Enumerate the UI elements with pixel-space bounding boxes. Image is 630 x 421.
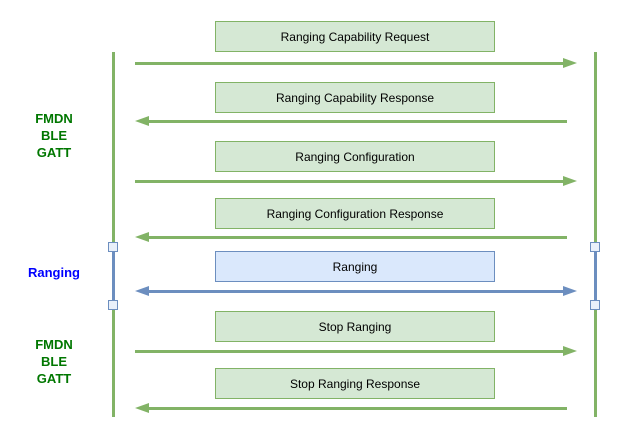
lifeline-right-segment-top bbox=[594, 52, 597, 245]
message-box: Ranging Capability Request bbox=[215, 21, 495, 52]
lifeline-left-segment-ranging bbox=[112, 245, 115, 308]
arrowhead-left-icon bbox=[135, 115, 149, 126]
message-box: Ranging Configuration Response bbox=[215, 198, 495, 229]
message-label: Stop Ranging Response bbox=[289, 376, 421, 391]
message-arrow-right bbox=[135, 179, 564, 183]
message-box: Ranging Configuration bbox=[215, 141, 495, 172]
message-label: Stop Ranging bbox=[318, 319, 392, 334]
message-label: Ranging Capability Response bbox=[275, 90, 435, 105]
activation-marker-left-bottom bbox=[108, 300, 118, 310]
arrowhead-right-icon bbox=[563, 57, 577, 68]
message-label: Ranging Capability Request bbox=[280, 29, 430, 44]
lifeline-right-segment-bottom bbox=[594, 308, 597, 417]
activation-marker-right-bottom bbox=[590, 300, 600, 310]
message-arrow-bidirectional bbox=[148, 289, 564, 293]
section-label-ranging: Ranging bbox=[28, 265, 80, 280]
arrowhead-left-icon bbox=[135, 285, 149, 296]
message-arrow-left bbox=[148, 235, 567, 239]
arrowhead-right-icon bbox=[563, 175, 577, 186]
activation-marker-left-top bbox=[108, 242, 118, 252]
message-label: Ranging Configuration Response bbox=[266, 206, 444, 221]
section-label-gatt-top: FMDN BLE GATT bbox=[35, 111, 73, 160]
section-label-gatt-bottom: FMDN BLE GATT bbox=[35, 337, 73, 386]
arrowhead-right-icon bbox=[563, 285, 577, 296]
message-label: Ranging Configuration bbox=[295, 149, 415, 164]
activation-marker-right-top bbox=[590, 242, 600, 252]
message-box: Ranging bbox=[215, 251, 495, 282]
arrowhead-right-icon bbox=[563, 345, 577, 356]
message-arrow-left bbox=[148, 406, 567, 410]
arrowhead-left-icon bbox=[135, 231, 149, 242]
lifeline-left-segment-top bbox=[112, 52, 115, 245]
message-arrow-right bbox=[135, 349, 564, 353]
arrowhead-left-icon bbox=[135, 402, 149, 413]
lifeline-right-segment-ranging bbox=[594, 245, 597, 308]
message-arrow-right bbox=[135, 61, 564, 65]
message-box: Ranging Capability Response bbox=[215, 82, 495, 113]
lifeline-left-segment-bottom bbox=[112, 308, 115, 417]
message-box: Stop Ranging bbox=[215, 311, 495, 342]
message-box: Stop Ranging Response bbox=[215, 368, 495, 399]
message-label: Ranging bbox=[332, 259, 378, 274]
message-arrow-left bbox=[148, 119, 567, 123]
